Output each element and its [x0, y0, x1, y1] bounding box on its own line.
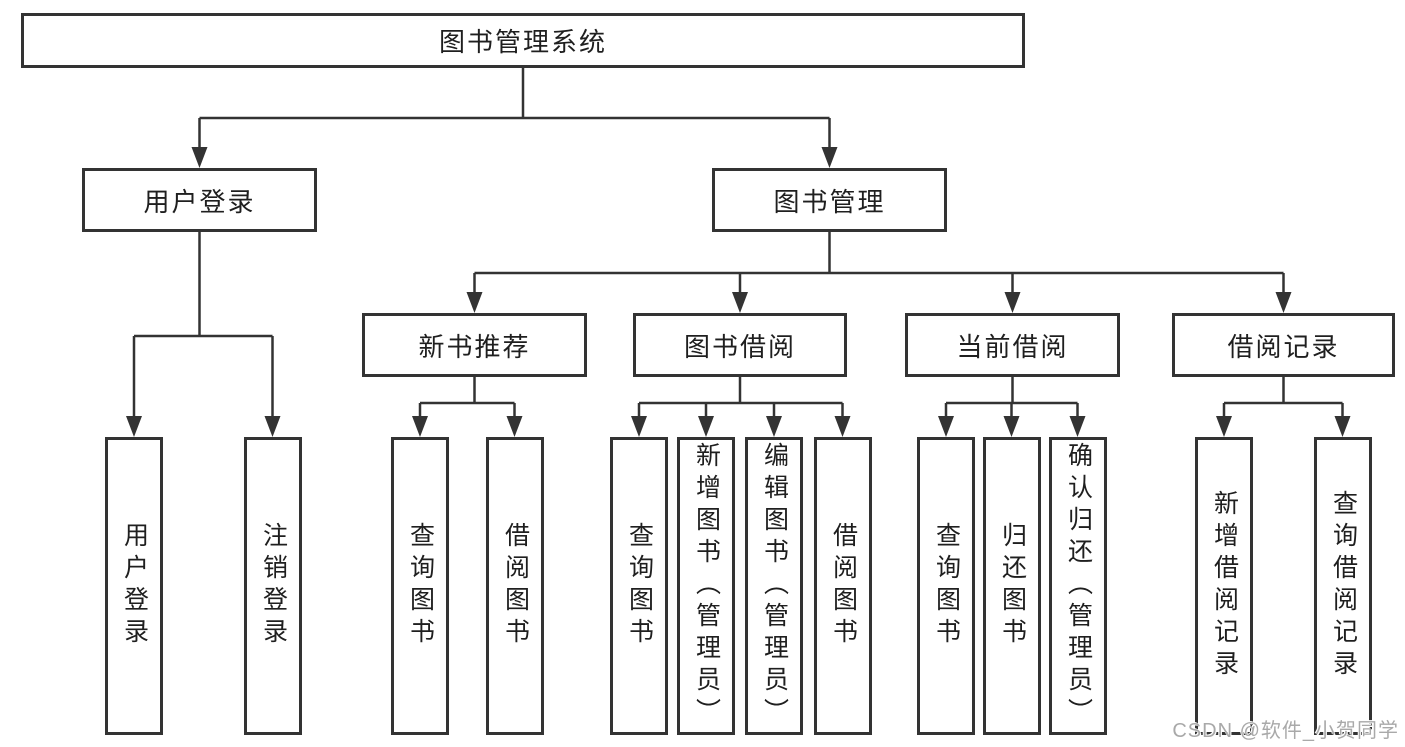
- csdn-watermark: CSDN @软件_小贺同学: [1172, 720, 1399, 742]
- node-user-login: 用户登录: [82, 168, 317, 232]
- leaf-confirm-return-admin: 确认归还（管理员）: [1049, 437, 1107, 735]
- leaf-user-login: 用户登录: [105, 437, 163, 735]
- leaf-label: 查询图书: [932, 522, 961, 650]
- leaf-borrow-books-2: 借阅图书: [814, 437, 872, 735]
- node-root-library-system: 图书管理系统: [21, 13, 1025, 68]
- leaf-query-borrow-record: 查询借阅记录: [1314, 437, 1372, 735]
- leaf-label: 归还图书: [998, 522, 1027, 650]
- leaf-query-books-1: 查询图书: [391, 437, 449, 735]
- node-borrowing-records: 借阅记录: [1172, 313, 1395, 377]
- leaf-borrow-books-1: 借阅图书: [486, 437, 544, 735]
- arrowheads: [126, 147, 1351, 437]
- leaf-label: 编辑图书（管理员）: [760, 442, 789, 730]
- leaf-label: 借阅图书: [501, 522, 530, 650]
- leaf-edit-books-admin: 编辑图书（管理员）: [745, 437, 803, 735]
- leaf-add-borrow-record: 新增借阅记录: [1195, 437, 1253, 735]
- leaf-add-books-admin: 新增图书（管理员）: [677, 437, 735, 735]
- leaf-label: 新增借阅记录: [1210, 490, 1239, 682]
- leaf-query-books-3: 查询图书: [917, 437, 975, 735]
- leaf-label: 新增图书（管理员）: [692, 442, 721, 730]
- leaf-query-books-2: 查询图书: [610, 437, 668, 735]
- node-book-management: 图书管理: [712, 168, 947, 232]
- node-new-book-recommend: 新书推荐: [362, 313, 587, 377]
- leaf-label: 借阅图书: [829, 522, 858, 650]
- node-current-borrowing: 当前借阅: [905, 313, 1120, 377]
- leaf-label: 查询借阅记录: [1329, 490, 1358, 682]
- leaf-label: 注销登录: [259, 522, 288, 650]
- leaf-label: 确认归还（管理员）: [1064, 442, 1093, 730]
- tree-edges: [132, 68, 1344, 422]
- leaf-return-books: 归还图书: [983, 437, 1041, 735]
- leaf-logout: 注销登录: [244, 437, 302, 735]
- leaf-label: 查询图书: [625, 522, 654, 650]
- leaf-label: 用户登录: [120, 522, 149, 650]
- node-book-borrowing: 图书借阅: [633, 313, 847, 377]
- leaf-label: 查询图书: [406, 522, 435, 650]
